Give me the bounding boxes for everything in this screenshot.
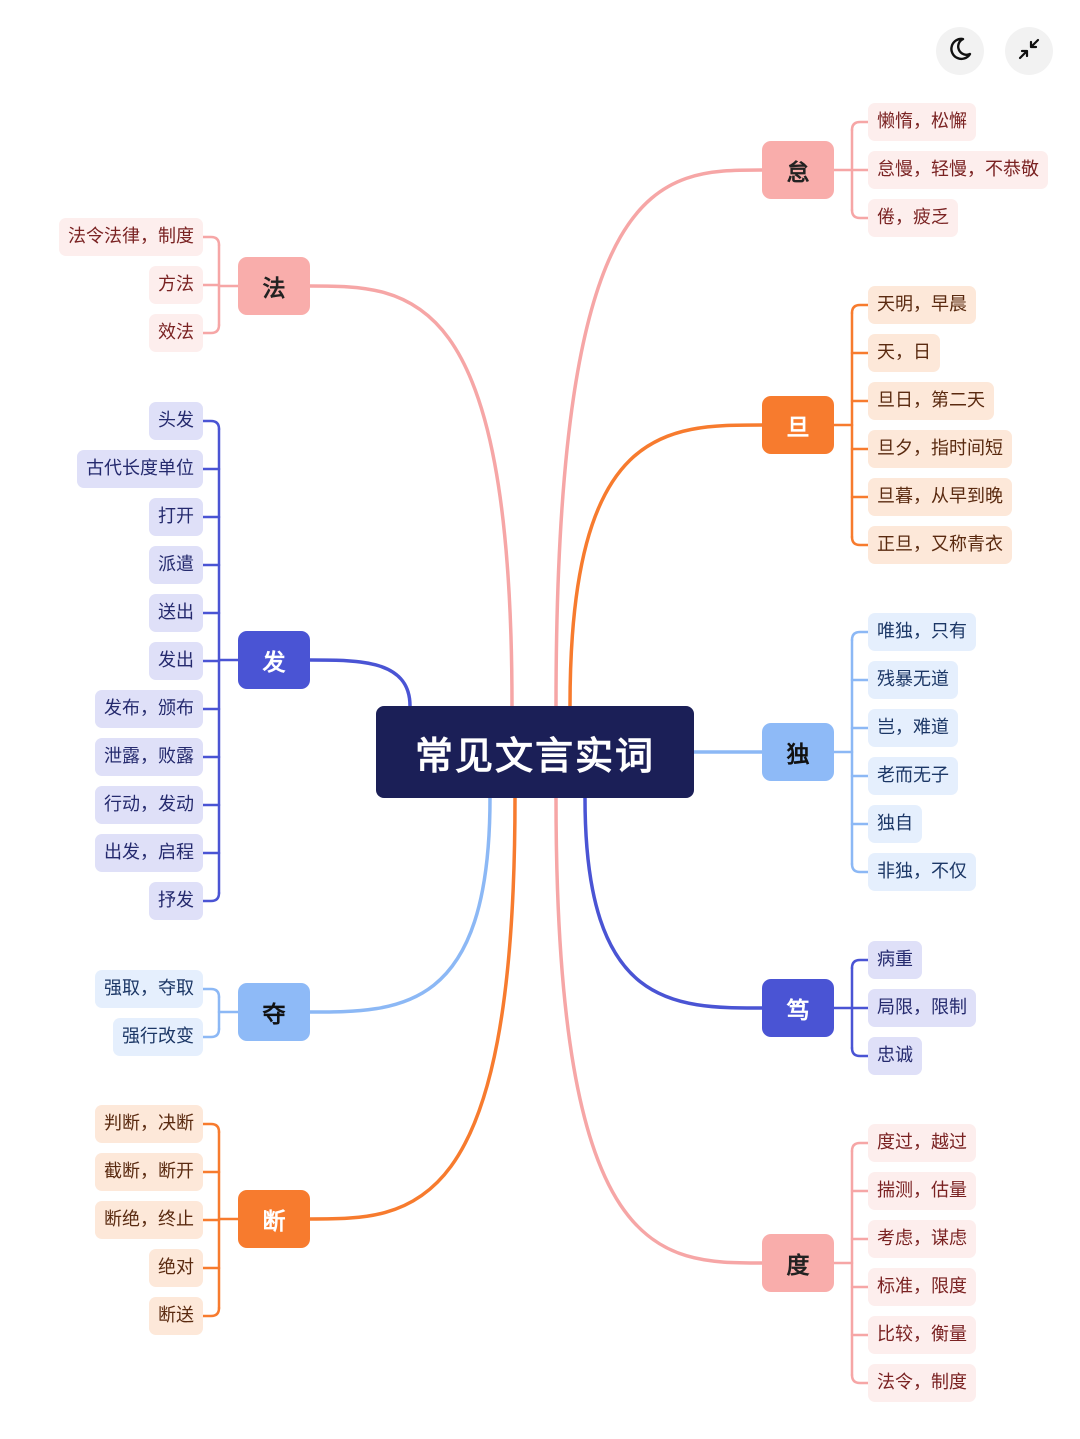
leaf-topic[interactable]: 行动，发动: [95, 786, 203, 824]
branch-connector: [308, 284, 514, 708]
leaf-topic[interactable]: 强取，夺取: [95, 970, 203, 1008]
leaf-topic[interactable]: 打开: [149, 498, 203, 536]
branch-node[interactable]: 独: [762, 723, 834, 781]
leaf-connector: [201, 1306, 221, 1318]
branch-node-label: 笃: [786, 998, 810, 1024]
leaf-topic[interactable]: 局限，限制: [868, 989, 976, 1027]
leaf-topic[interactable]: 法令，制度: [868, 1364, 976, 1402]
branch-node[interactable]: 怠: [762, 141, 834, 199]
leaf-topic[interactable]: 度过，越过: [868, 1124, 976, 1162]
leaf-connector: [850, 208, 870, 220]
branch-node-label: 夺: [262, 1002, 286, 1028]
branch-connector: [554, 168, 764, 708]
leaf-connector: [850, 1373, 870, 1385]
leaf-connector: [850, 303, 870, 315]
leaf-topic[interactable]: 非独，不仅: [868, 853, 976, 891]
branch-node[interactable]: 旦: [762, 396, 834, 454]
leaf-connector: [850, 862, 870, 874]
branch-connector: [554, 796, 764, 1265]
branch-node[interactable]: 断: [238, 1190, 310, 1248]
branch-connector: [308, 796, 517, 1221]
branch-node-label: 旦: [786, 415, 810, 441]
central-topic-label: 常见文言实词: [414, 733, 655, 778]
leaf-topic[interactable]: 发出: [149, 642, 203, 680]
leaf-topic[interactable]: 揣测，估量: [868, 1172, 976, 1210]
leaf-topic[interactable]: 老而无子: [868, 757, 958, 795]
collapse-arrows-icon: [1016, 36, 1042, 66]
leaf-topic[interactable]: 效法: [149, 314, 203, 352]
leaf-topic[interactable]: 考虑，谋虑: [868, 1220, 976, 1258]
leaf-topic[interactable]: 独自: [868, 805, 922, 843]
leaf-connector: [850, 535, 870, 547]
leaf-topic[interactable]: 送出: [149, 594, 203, 632]
branch-node-label: 发: [262, 650, 286, 676]
branch-node[interactable]: 法: [238, 257, 310, 315]
leaf-topic[interactable]: 标准，限度: [868, 1268, 976, 1306]
branch-node-label: 怠: [786, 160, 810, 186]
leaf-topic[interactable]: 旦暮，从早到晚: [868, 478, 1012, 516]
leaf-topic[interactable]: 正旦，又称青衣: [868, 526, 1012, 564]
leaf-connector: [201, 987, 221, 999]
leaf-connector: [201, 1027, 221, 1039]
branch-node-label: 度: [786, 1253, 810, 1279]
leaf-topic[interactable]: 旦夕，指时间短: [868, 430, 1012, 468]
leaf-topic[interactable]: 截断，断开: [95, 1153, 203, 1191]
leaf-topic[interactable]: 头发: [149, 402, 203, 440]
leaf-topic[interactable]: 断送: [149, 1297, 203, 1335]
leaf-connector: [850, 1141, 870, 1153]
leaf-topic[interactable]: 抒发: [149, 882, 203, 920]
leaf-topic[interactable]: 出发，启程: [95, 834, 203, 872]
leaf-topic[interactable]: 强行改变: [113, 1018, 203, 1056]
leaf-connector: [201, 323, 221, 335]
leaf-topic[interactable]: 岂，难道: [868, 709, 958, 747]
leaf-connector: [850, 630, 870, 642]
leaf-topic[interactable]: 法令法律，制度: [59, 218, 203, 256]
branch-connector: [308, 796, 492, 1014]
leaf-topic[interactable]: 泄露，败露: [95, 738, 203, 776]
leaf-topic[interactable]: 比较，衡量: [868, 1316, 976, 1354]
leaf-topic[interactable]: 断绝，终止: [95, 1201, 203, 1239]
moon-icon: [947, 36, 973, 66]
leaf-connector: [201, 1122, 221, 1134]
leaf-connector: [850, 1046, 870, 1058]
leaf-connector: [201, 891, 221, 903]
collapse-button[interactable]: [1005, 27, 1053, 75]
leaf-topic[interactable]: 忠诚: [868, 1037, 922, 1075]
branch-connector: [568, 423, 764, 708]
branch-node-label: 独: [786, 742, 810, 768]
leaf-topic[interactable]: 懒惰，松懈: [868, 103, 976, 141]
branch-connector: [308, 658, 412, 708]
theme-toggle-button[interactable]: [936, 27, 984, 75]
branch-node-label: 断: [262, 1209, 286, 1235]
leaf-connector: [850, 120, 870, 132]
leaf-topic[interactable]: 判断，决断: [95, 1105, 203, 1143]
branch-node[interactable]: 发: [238, 631, 310, 689]
branch-node[interactable]: 夺: [238, 983, 310, 1041]
leaf-topic[interactable]: 绝对: [149, 1249, 203, 1287]
leaf-connector: [201, 235, 221, 247]
leaf-topic[interactable]: 派遣: [149, 546, 203, 584]
leaf-topic[interactable]: 天明，早晨: [868, 286, 976, 324]
branch-node[interactable]: 度: [762, 1234, 834, 1292]
branch-connector: [583, 796, 764, 1010]
leaf-connector: [201, 419, 221, 431]
central-topic[interactable]: 常见文言实词: [376, 706, 694, 798]
leaf-topic[interactable]: 天，日: [868, 334, 940, 372]
leaf-topic[interactable]: 病重: [868, 941, 922, 979]
leaf-topic[interactable]: 残暴无道: [868, 661, 958, 699]
leaf-topic[interactable]: 方法: [149, 266, 203, 304]
leaf-topic[interactable]: 古代长度单位: [77, 450, 203, 488]
leaf-topic[interactable]: 旦日，第二天: [868, 382, 994, 420]
leaf-topic[interactable]: 倦，疲乏: [868, 199, 958, 237]
leaf-connector: [850, 958, 870, 970]
branch-node-label: 法: [262, 276, 286, 302]
leaf-topic[interactable]: 发布，颁布: [95, 690, 203, 728]
leaf-topic[interactable]: 唯独，只有: [868, 613, 976, 651]
leaf-topic[interactable]: 怠慢，轻慢，不恭敬: [868, 151, 1048, 189]
branch-node[interactable]: 笃: [762, 979, 834, 1037]
